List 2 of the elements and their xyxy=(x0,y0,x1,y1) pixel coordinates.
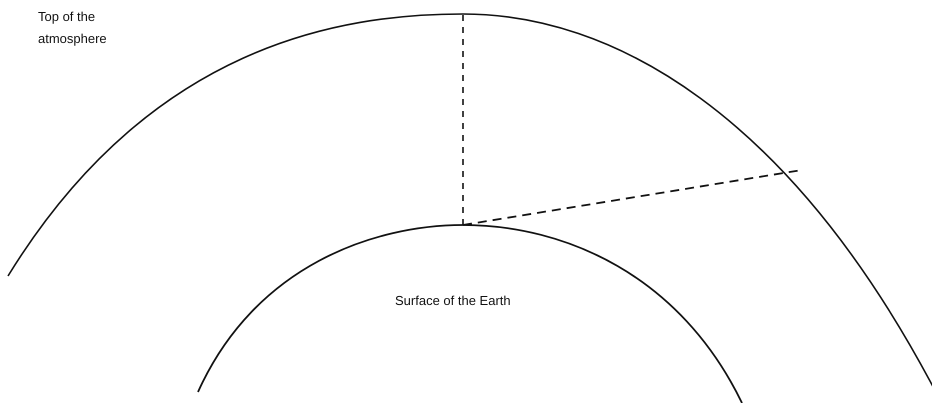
region-label: Surface of the Earth xyxy=(395,292,512,310)
region-label: Top of the atmosphere xyxy=(38,8,108,48)
